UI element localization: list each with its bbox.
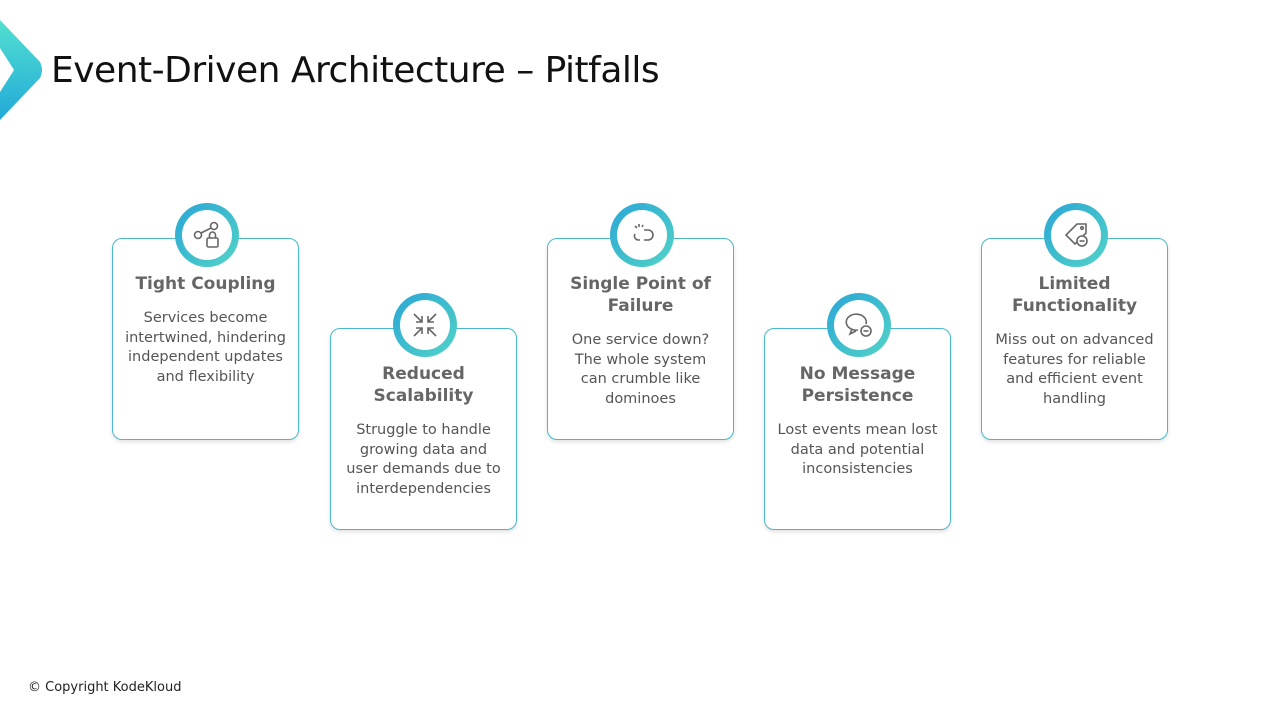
card-reduced-scalability: Reduced Scalability Struggle to handle g… [330,293,517,530]
shrink-arrows-icon [413,313,437,337]
card-title: Limited Functionality [1011,274,1138,316]
card-description: Struggle to handle growing data and user… [346,422,501,497]
card-no-message-persistence: No Message Persistence Lost events mean … [764,293,951,530]
link-lock-icon [193,221,219,248]
copyright: © Copyright KodeKloud [28,680,182,695]
tag-minus-icon [1064,223,1088,247]
card-description: One service down? The whole system can c… [571,332,710,407]
kodekloud-logo [0,20,42,120]
card-title: Single Point of Failure [570,274,711,316]
card-description: Services become intertwined, hindering i… [125,310,286,385]
card-single-point-of-failure: Single Point of Failure One service down… [547,203,734,440]
card-title: No Message Persistence [799,364,916,406]
card-description: Lost events mean lost data and potential… [777,422,938,477]
card-title: Tight Coupling [135,274,276,294]
card-tight-coupling: Tight Coupling Services become intertwin… [112,203,299,440]
page-title: Event-Driven Architecture – Pitfalls [51,50,660,91]
card-description: Miss out on advanced features for reliab… [995,332,1154,407]
card-limited-functionality: Limited Functionality Miss out on advanc… [981,203,1168,440]
card-title: Reduced Scalability [373,364,474,406]
broken-link-icon [633,224,654,241]
message-minus-icon [845,313,872,337]
